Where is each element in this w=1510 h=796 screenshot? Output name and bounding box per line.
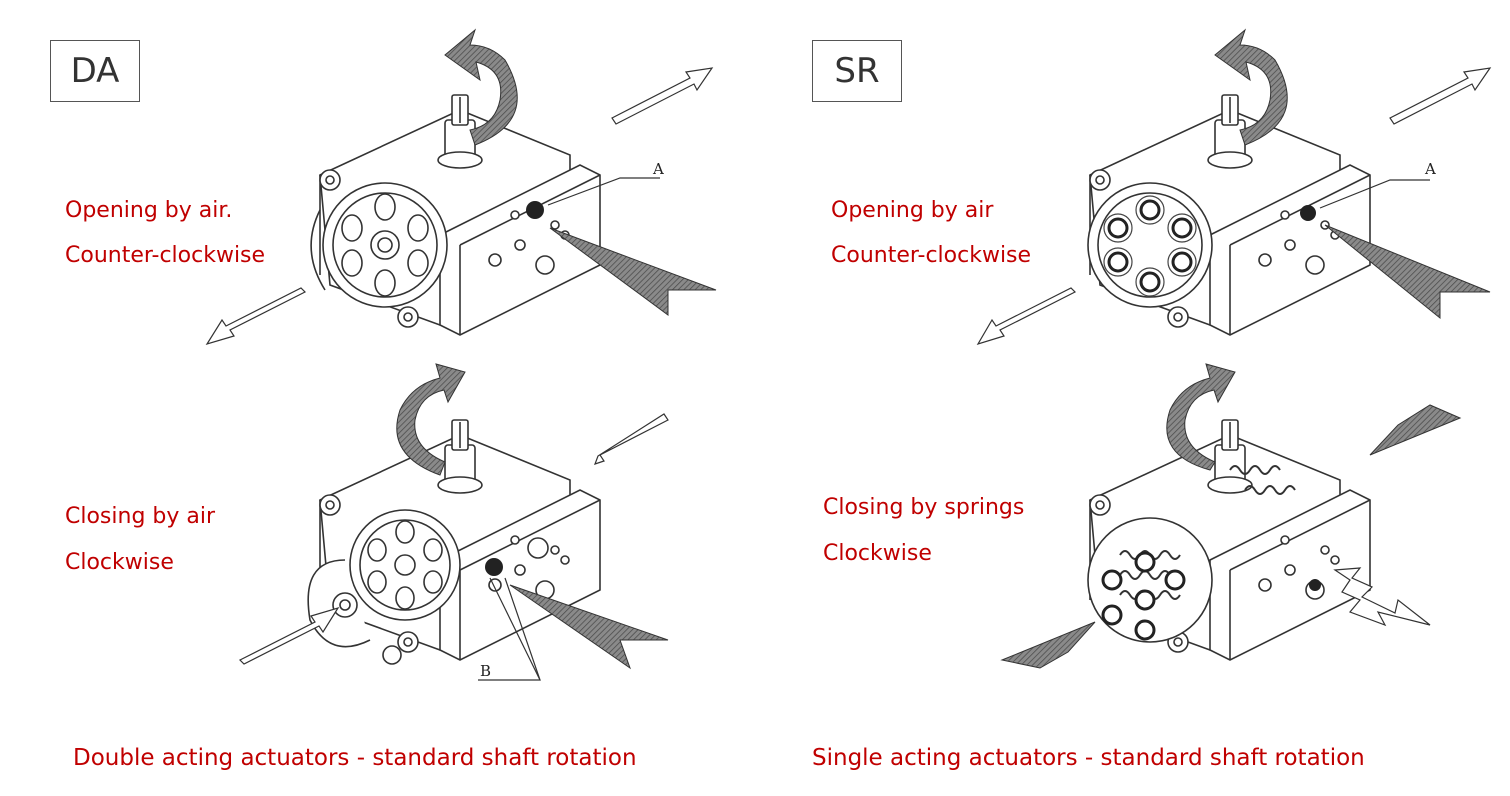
da-caption: Double acting actuators - standard shaft…	[73, 745, 637, 771]
sr-tag: SR	[812, 40, 902, 102]
sr-port-a-label: A	[1425, 160, 1436, 178]
sr-caption: Single acting actuators - standard shaft…	[812, 745, 1365, 771]
da-closing-drawing	[238, 363, 669, 681]
da-closing-line2: Clockwise	[65, 550, 174, 575]
sr-closing-line2: Clockwise	[823, 541, 932, 566]
da-opening-line2: Counter-clockwise	[65, 243, 266, 268]
da-port-a-label: A	[653, 160, 664, 178]
sr-opening-line2: Counter-clockwise	[831, 243, 1032, 268]
da-opening-drawing	[205, 28, 717, 346]
sr-closing-line1: Closing by springs	[823, 495, 1025, 520]
sr-closing-drawing	[1000, 363, 1462, 669]
da-opening-line1: Opening by air.	[65, 198, 233, 223]
da-port-b-label: B	[480, 662, 492, 680]
da-closing-line1: Closing by air	[65, 504, 216, 529]
sr-opening-line1: Opening by air	[831, 198, 994, 223]
sr-opening-drawing	[976, 28, 1492, 346]
da-tag: DA	[50, 40, 140, 102]
